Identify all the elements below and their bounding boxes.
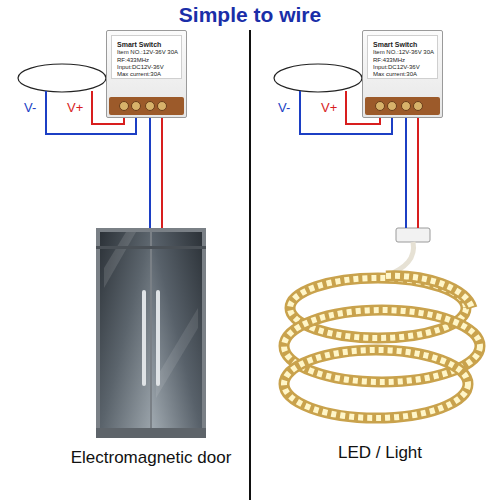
- signal-label: V+: [321, 100, 337, 115]
- module-spec: Input:DC12V-36V: [373, 64, 432, 71]
- led-strip-illustration: [284, 228, 480, 418]
- signal-label: V-: [24, 100, 36, 115]
- divider-line: [249, 30, 251, 500]
- terminal-screw: [132, 102, 141, 111]
- signal-label: V+: [67, 100, 83, 115]
- wire-loop: [274, 64, 362, 92]
- strip-coils: [284, 276, 480, 418]
- device-caption: LED / Light: [266, 443, 494, 463]
- wire-loop: [18, 64, 106, 92]
- strip-connector: [396, 228, 430, 242]
- door-frame: [96, 228, 206, 438]
- module-spec: Item NO.:12V-36V 30A: [117, 49, 176, 56]
- module-label-block: Smart SwitchItem NO.:12V-36V 30ARF:433MH…: [367, 35, 438, 79]
- module-spec: RF:433MHz: [373, 57, 432, 64]
- terminal-block: [107, 95, 186, 117]
- glass-panel: [100, 232, 150, 434]
- door-floor: [96, 428, 206, 438]
- terminal-block: [363, 95, 442, 117]
- module-spec: RF:433MHz: [117, 57, 176, 64]
- terminal-screw: [158, 102, 167, 111]
- terminal-strip: [109, 97, 184, 115]
- smart-switch-module: Smart SwitchItem NO.:12V-36V 30ARF:433MH…: [106, 30, 187, 118]
- terminal-strip: [365, 97, 440, 115]
- door-handle: [142, 290, 146, 386]
- feed-wires: [18, 64, 392, 134]
- diagram-title: Simple to wire: [0, 3, 500, 27]
- terminal-screw: [120, 102, 129, 111]
- module-spec: Item NO.:12V-36V 30A: [373, 49, 432, 56]
- module-name: Smart Switch: [373, 41, 432, 49]
- wire-connector: [417, 118, 419, 228]
- glass-panel: [152, 232, 202, 434]
- door-rail: [96, 246, 206, 249]
- device-box: Electromagnetic door: [56, 228, 246, 468]
- device-box: LED / Light: [266, 228, 494, 463]
- terminal-screw: [146, 102, 155, 111]
- module-label-block: Smart SwitchItem NO.:12V-36V 30ARF:433MH…: [111, 35, 182, 79]
- wire-connector: [149, 118, 151, 228]
- glass-reflection: [156, 308, 198, 398]
- terminal-screw: [414, 102, 423, 111]
- module-name: Smart Switch: [117, 41, 176, 49]
- module-spec: Max current:30A: [373, 71, 432, 78]
- wire-connector: [161, 118, 163, 228]
- device-caption: Electromagnetic door: [56, 448, 246, 468]
- glass-door-illustration: [96, 228, 206, 438]
- terminal-screw: [402, 102, 411, 111]
- terminal-screw: [376, 102, 385, 111]
- smart-switch-module: Smart SwitchItem NO.:12V-36V 30ARF:433MH…: [362, 30, 443, 118]
- module-spec: Max current:30A: [117, 71, 176, 78]
- door-handle: [156, 290, 160, 386]
- signal-label: V-: [278, 100, 290, 115]
- terminal-screw: [388, 102, 397, 111]
- wire-connector: [405, 118, 407, 228]
- module-spec: Input:DC12V-36V: [117, 64, 176, 71]
- glass-reflection: [104, 232, 136, 288]
